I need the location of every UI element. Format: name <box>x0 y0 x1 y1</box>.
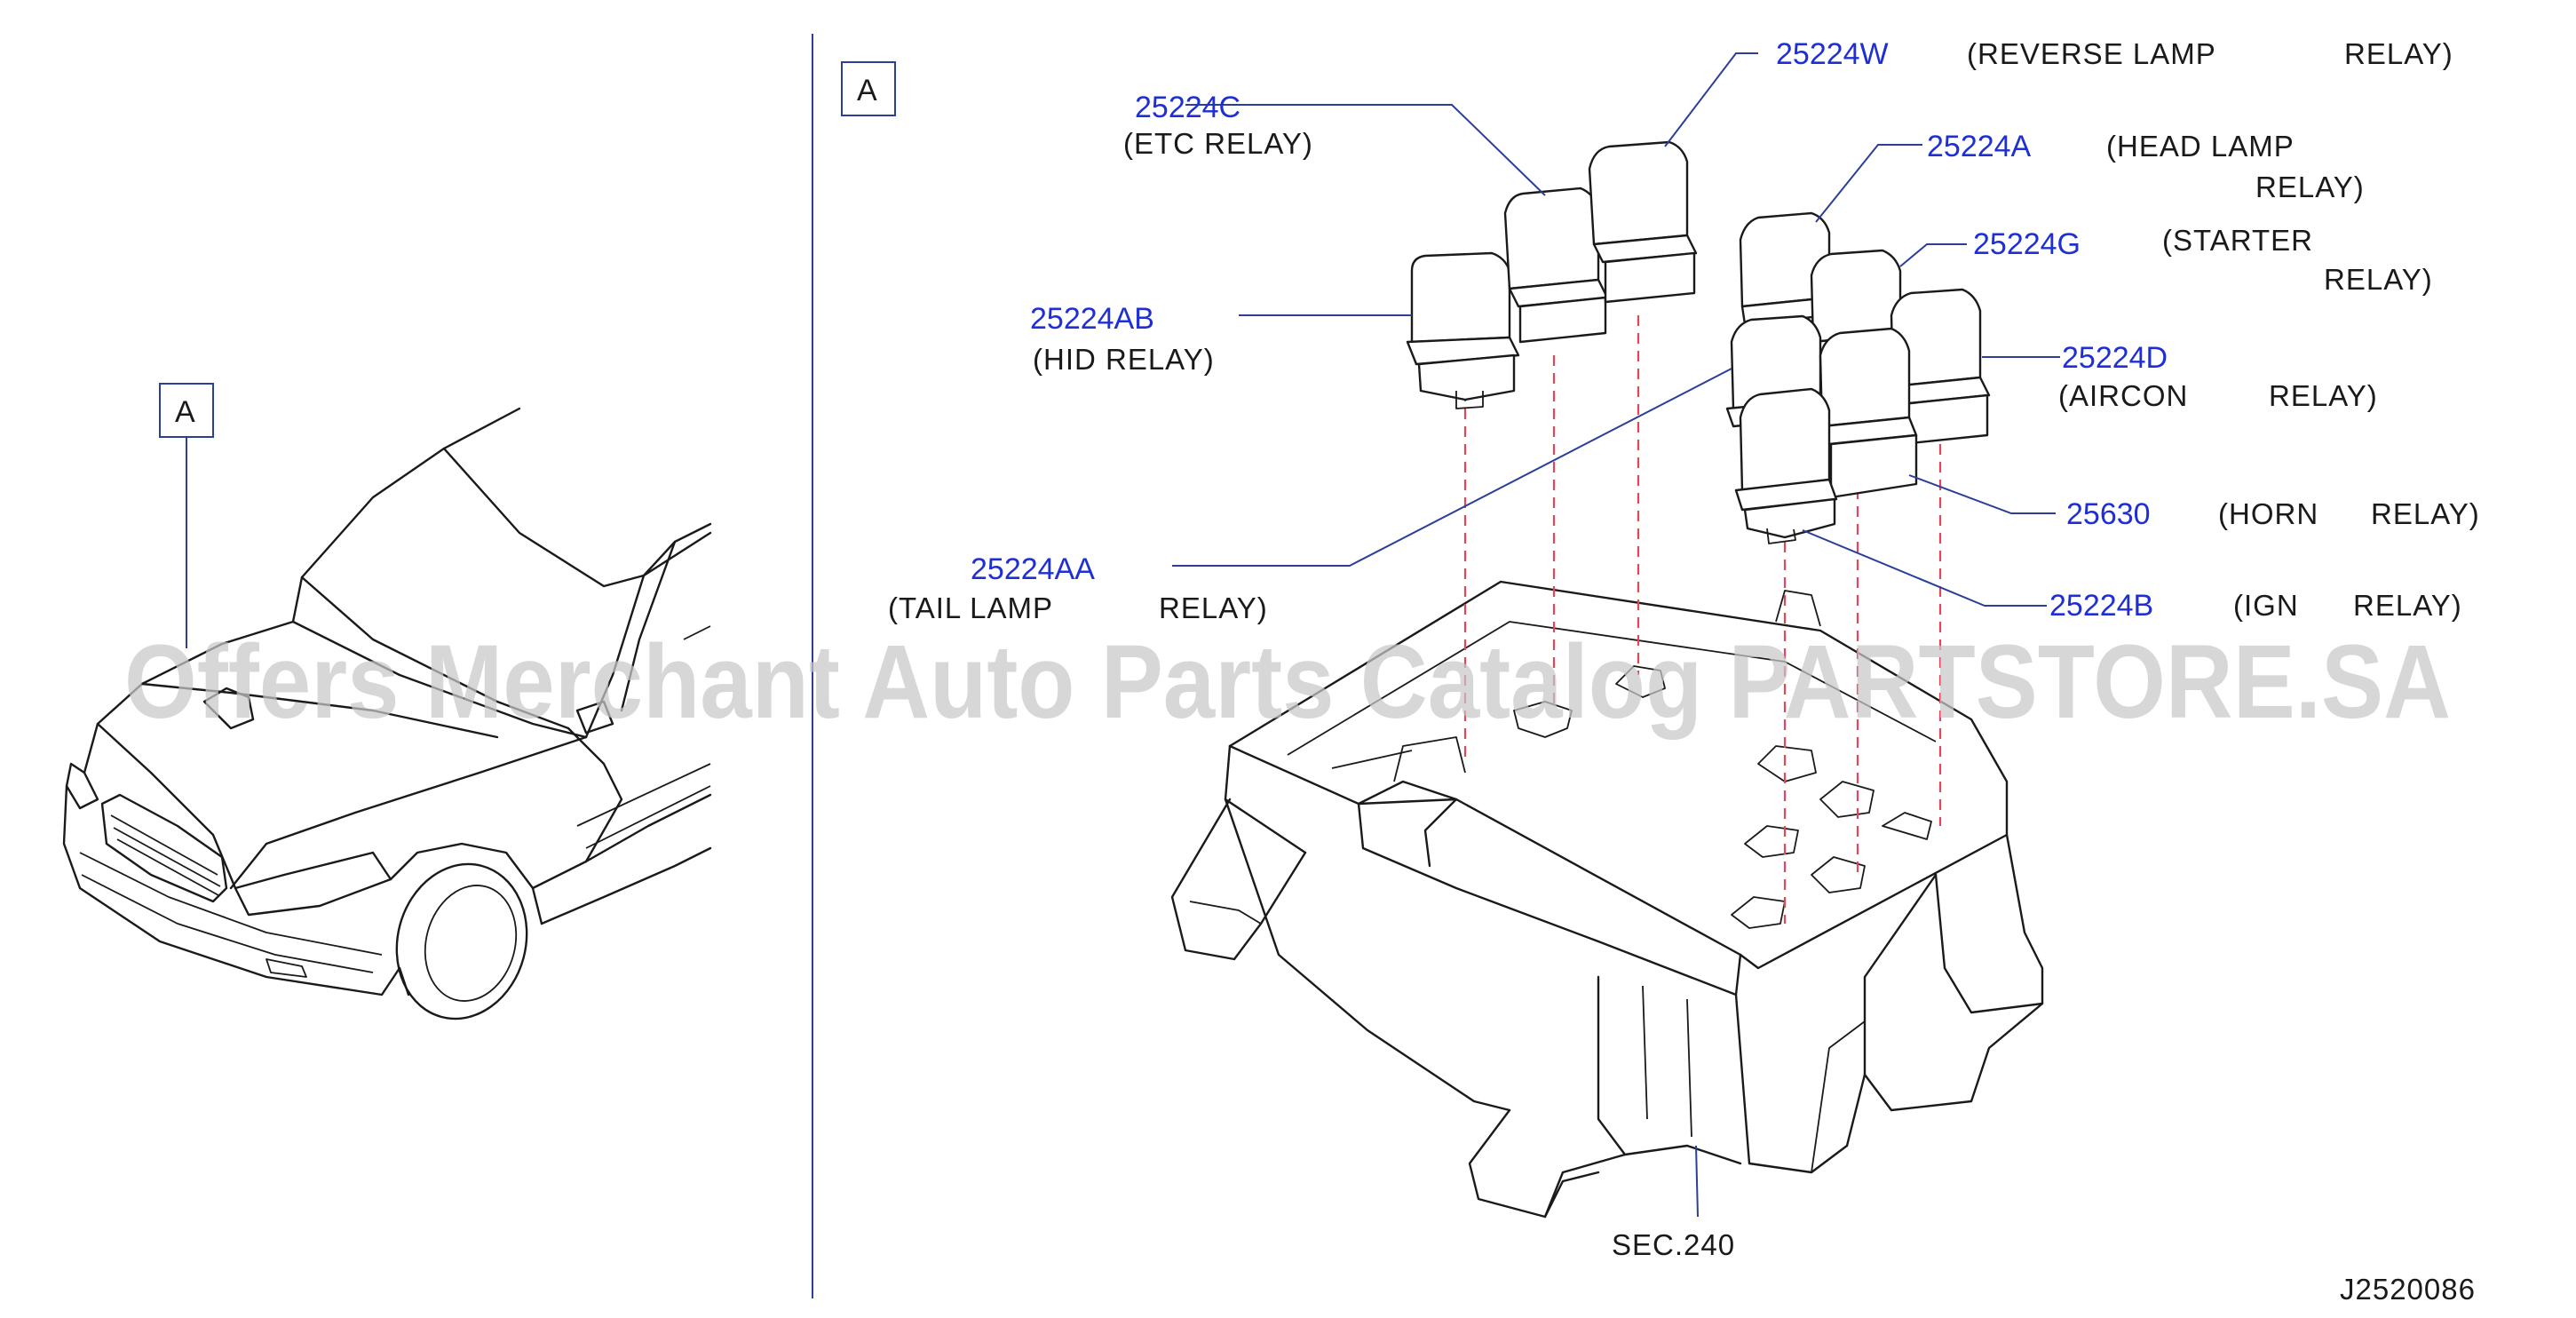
watermark: Offers Merchant Auto Parts Catalog PARTS… <box>124 623 2451 741</box>
part-desc-aircon-1: (AIRCON <box>2058 379 2188 412</box>
relay-guide-lines <box>1463 315 1942 924</box>
part-desc-reverse-lamp-1: (REVERSE LAMP <box>1967 37 2216 70</box>
part-desc-horn-2: RELAY) <box>2371 497 2480 530</box>
view-label-detail: A <box>857 74 877 107</box>
part-no-25224aa: 25224AA <box>971 552 1095 586</box>
part-desc-head-lamp-1: (HEAD LAMP <box>2106 130 2295 163</box>
part-desc-aircon-2: RELAY) <box>2269 379 2378 412</box>
part-no-25224a: 25224A <box>1927 130 2032 163</box>
diagram-id: J2520086 <box>2340 1273 2476 1306</box>
relay-horn <box>1819 327 1918 499</box>
part-desc-ign-1: (IGN <box>2233 589 2299 622</box>
section-reference: SEC.240 <box>1612 1228 1735 1261</box>
part-no-25224ab: 25224AB <box>1030 302 1154 336</box>
part-desc-tail-lamp-2: RELAY) <box>1159 592 1268 624</box>
part-desc-ign-2: RELAY) <box>2353 589 2462 622</box>
relay-hid <box>1406 251 1520 409</box>
part-no-25224d: 25224D <box>2062 341 2168 375</box>
part-no-25630: 25630 <box>2066 497 2151 531</box>
part-no-25224b: 25224B <box>2049 589 2153 623</box>
car-overview-drawing <box>62 407 712 1020</box>
part-no-25224c: 25224C <box>1135 91 1240 124</box>
part-desc-head-lamp-2: RELAY) <box>2255 171 2365 203</box>
part-no-25224w: 25224W <box>1776 37 1889 71</box>
part-desc-horn-1: (HORN <box>2218 497 2318 530</box>
part-desc-starter-2: RELAY) <box>2324 263 2433 296</box>
part-desc-etc: (ETC RELAY) <box>1123 127 1313 160</box>
part-desc-tail-lamp-1: (TAIL LAMP <box>888 592 1053 624</box>
part-desc-hid: (HID RELAY) <box>1033 343 1215 376</box>
part-desc-starter-1: (STARTER <box>2162 224 2313 257</box>
relay-aircon <box>1890 288 1991 446</box>
view-label-car: A <box>175 395 195 429</box>
relay-ign <box>1734 387 1838 544</box>
part-no-25224g: 25224G <box>1973 227 2081 261</box>
relay-reverse-lamp <box>1588 140 1698 304</box>
part-desc-reverse-lamp-2: RELAY) <box>2344 37 2453 70</box>
part-leaders <box>1172 52 2060 1218</box>
relay-etc <box>1503 187 1609 344</box>
